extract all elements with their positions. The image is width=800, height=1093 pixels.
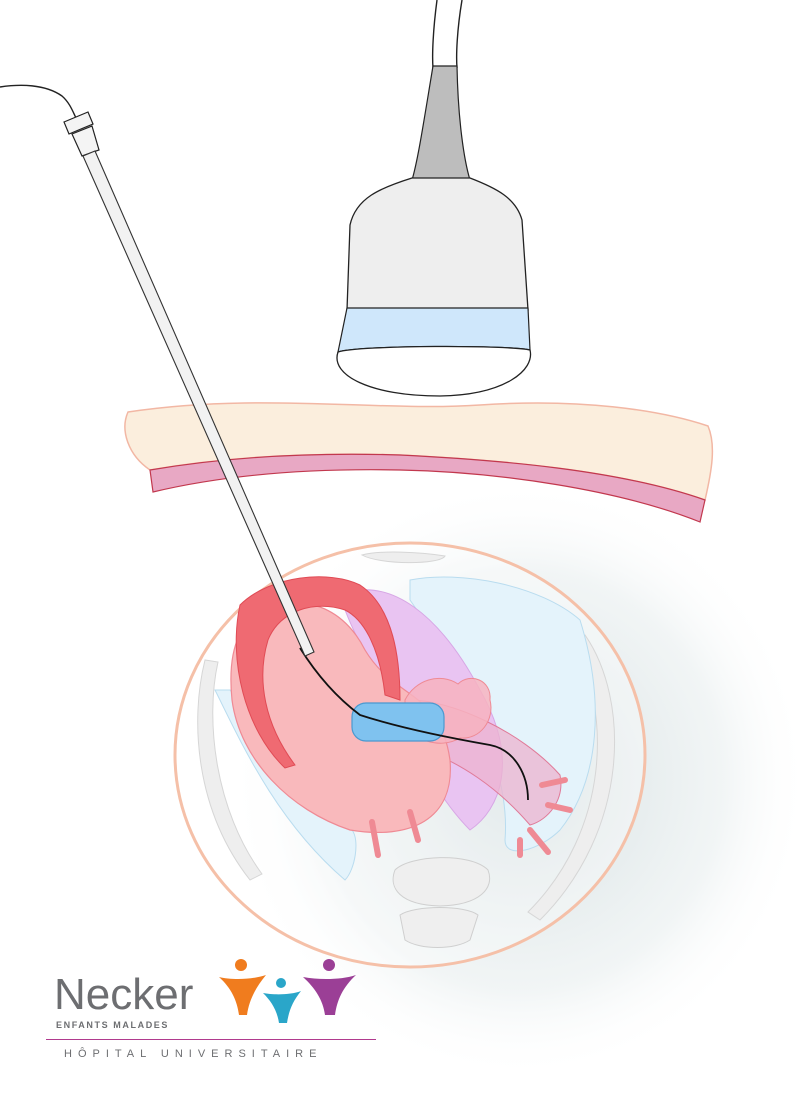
muscle-layer <box>149 453 706 523</box>
probe-face <box>336 345 532 397</box>
probe-gel <box>337 307 531 353</box>
sternum <box>360 551 446 564</box>
needle-cable <box>0 84 77 119</box>
probe-body <box>346 177 529 311</box>
necker-logo: Necker ENFANTS MALADES HÔPITAL UNIVERSIT… <box>46 955 376 1065</box>
ultrasound-probe-icon <box>336 65 532 397</box>
heart-chambers <box>230 602 451 834</box>
logo-name: Necker <box>54 970 194 1019</box>
myocardium <box>235 576 401 769</box>
figure-purple-icon <box>303 959 356 1015</box>
left-rib <box>197 659 263 881</box>
maternal-abdominal-wall <box>124 402 714 523</box>
vertebral-body <box>392 857 491 907</box>
probe-neck <box>411 65 471 181</box>
vessel-branches <box>369 777 573 858</box>
figure-orange-icon <box>219 959 266 1015</box>
fetal-thorax-section <box>173 541 647 969</box>
needle-hub-icon <box>63 111 100 157</box>
probe-cable <box>431 0 463 69</box>
catheter-balloon <box>351 702 445 742</box>
figure-teal-icon <box>263 978 301 1023</box>
logo-hospital: HÔPITAL UNIVERSITAIRE <box>64 1048 323 1060</box>
needle-icon <box>82 150 315 657</box>
guidewire <box>299 647 529 801</box>
logo-figures-icon <box>219 959 356 1023</box>
vertebral-arch <box>399 907 479 948</box>
logo-divider <box>46 1039 376 1040</box>
logo-subtitle: ENFANTS MALADES <box>56 1020 170 1030</box>
